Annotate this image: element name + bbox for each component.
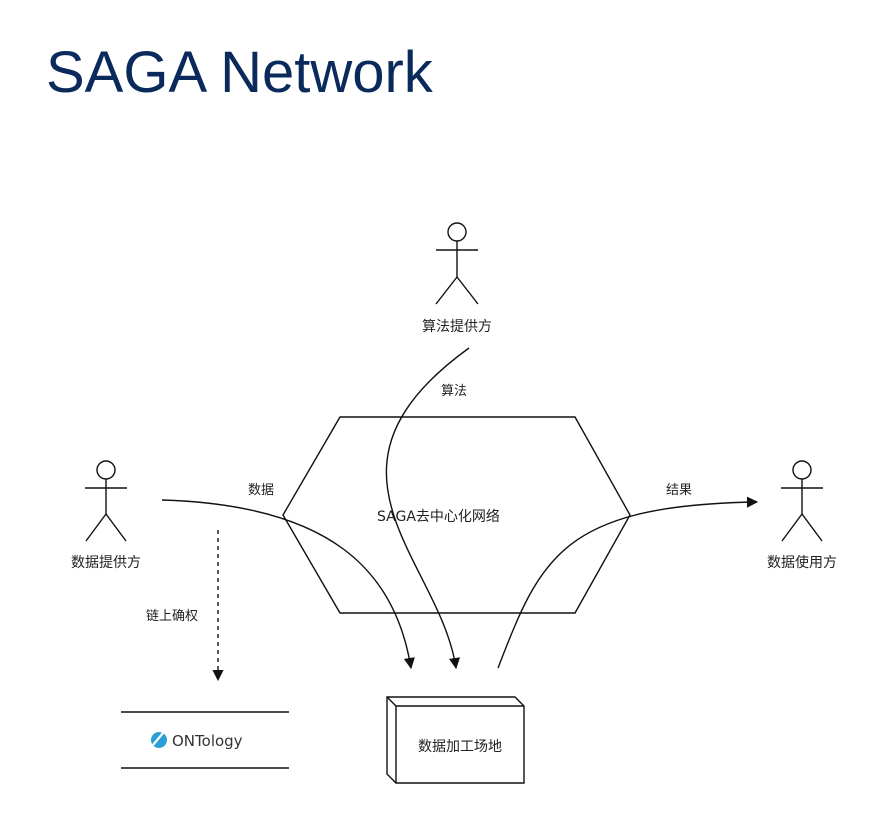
ontology-logo-icon	[151, 732, 167, 748]
ontology-logo-text: ONTology	[172, 732, 243, 750]
actor-head	[447, 222, 467, 242]
data-user-label: 数据使用方	[767, 554, 837, 571]
onchain-rights-label: 链上确权	[146, 608, 198, 624]
onchain-rights-label-bg	[144, 605, 212, 625]
actor-head	[792, 460, 812, 480]
page-title: SAGA Network	[46, 40, 433, 105]
network-hexagon	[282, 416, 631, 614]
data-user-actor	[781, 460, 823, 542]
network-label: SAGA去中心化网络	[377, 509, 500, 525]
algorithm-edge-label: 算法	[441, 384, 467, 399]
result-flow-edge	[497, 496, 759, 669]
data-provider-label: 数据提供方	[71, 555, 141, 571]
result-edge-label-bg	[662, 479, 698, 498]
data-provider-actor	[85, 460, 127, 542]
algorithm-provider-label: 算法提供方	[422, 319, 492, 335]
algorithm-flow-edge	[385, 347, 470, 670]
data-edge-label-bg	[244, 479, 280, 498]
actor-head	[96, 460, 116, 480]
data-edge-label: 数据	[248, 483, 274, 498]
data-flow-edge	[161, 499, 415, 670]
result-edge-label: 结果	[666, 483, 692, 498]
ontology-logo: ONTology	[151, 732, 243, 750]
processing-site-box	[386, 696, 525, 784]
algorithm-edge-label-bg	[437, 380, 473, 399]
processing-site-label: 数据加工场地	[418, 739, 502, 755]
algorithm-provider-actor	[435, 222, 479, 305]
